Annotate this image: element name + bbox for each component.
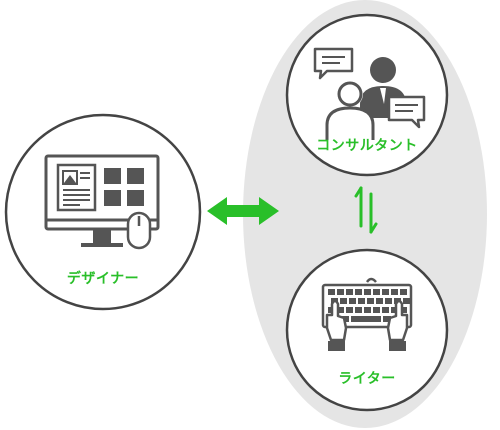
writer-node: ライター	[285, 248, 449, 412]
keyboard-key	[382, 289, 389, 295]
keyboard-key	[346, 289, 353, 295]
keyboard-key	[351, 316, 381, 322]
keyboard-key	[355, 289, 362, 295]
designer-node: デザイナー	[4, 113, 202, 311]
keyboard-key	[355, 307, 362, 313]
keyboard-key	[367, 298, 374, 304]
computer-monitor-icon	[44, 154, 160, 250]
keyboard-key	[383, 316, 391, 322]
keyboard-key	[364, 289, 371, 295]
double-arrow-icon	[207, 197, 279, 225]
keyboard-key	[391, 307, 398, 313]
keyboard-key	[391, 289, 398, 295]
meeting-people-icon	[313, 47, 426, 140]
typing-keyboard-icon	[321, 277, 413, 351]
keyboard-key	[328, 289, 335, 295]
keyboard-key	[400, 289, 407, 295]
keyboard-key	[358, 298, 365, 304]
keyboard-key	[364, 307, 371, 313]
keyboard-key	[376, 298, 383, 304]
keyboard-key	[403, 298, 410, 304]
keyboard-key	[373, 289, 380, 295]
writer-label: ライター	[338, 371, 395, 387]
keyboard-key	[346, 307, 353, 313]
designer-label: デザイナー	[67, 270, 139, 287]
exchange-arrows-icon	[354, 186, 378, 234]
keyboard-key	[373, 307, 380, 313]
consultant-node: コンサルタント	[285, 13, 449, 177]
keyboard-key	[400, 307, 407, 313]
keyboard-key	[349, 298, 356, 304]
consultant-label: コンサルタント	[316, 138, 418, 154]
keyboard-key	[385, 298, 392, 304]
keyboard-key	[337, 307, 344, 313]
keyboard-key	[340, 298, 347, 304]
keyboard-key	[337, 289, 344, 295]
designer-circle	[4, 113, 202, 311]
keyboard-key	[382, 307, 389, 313]
